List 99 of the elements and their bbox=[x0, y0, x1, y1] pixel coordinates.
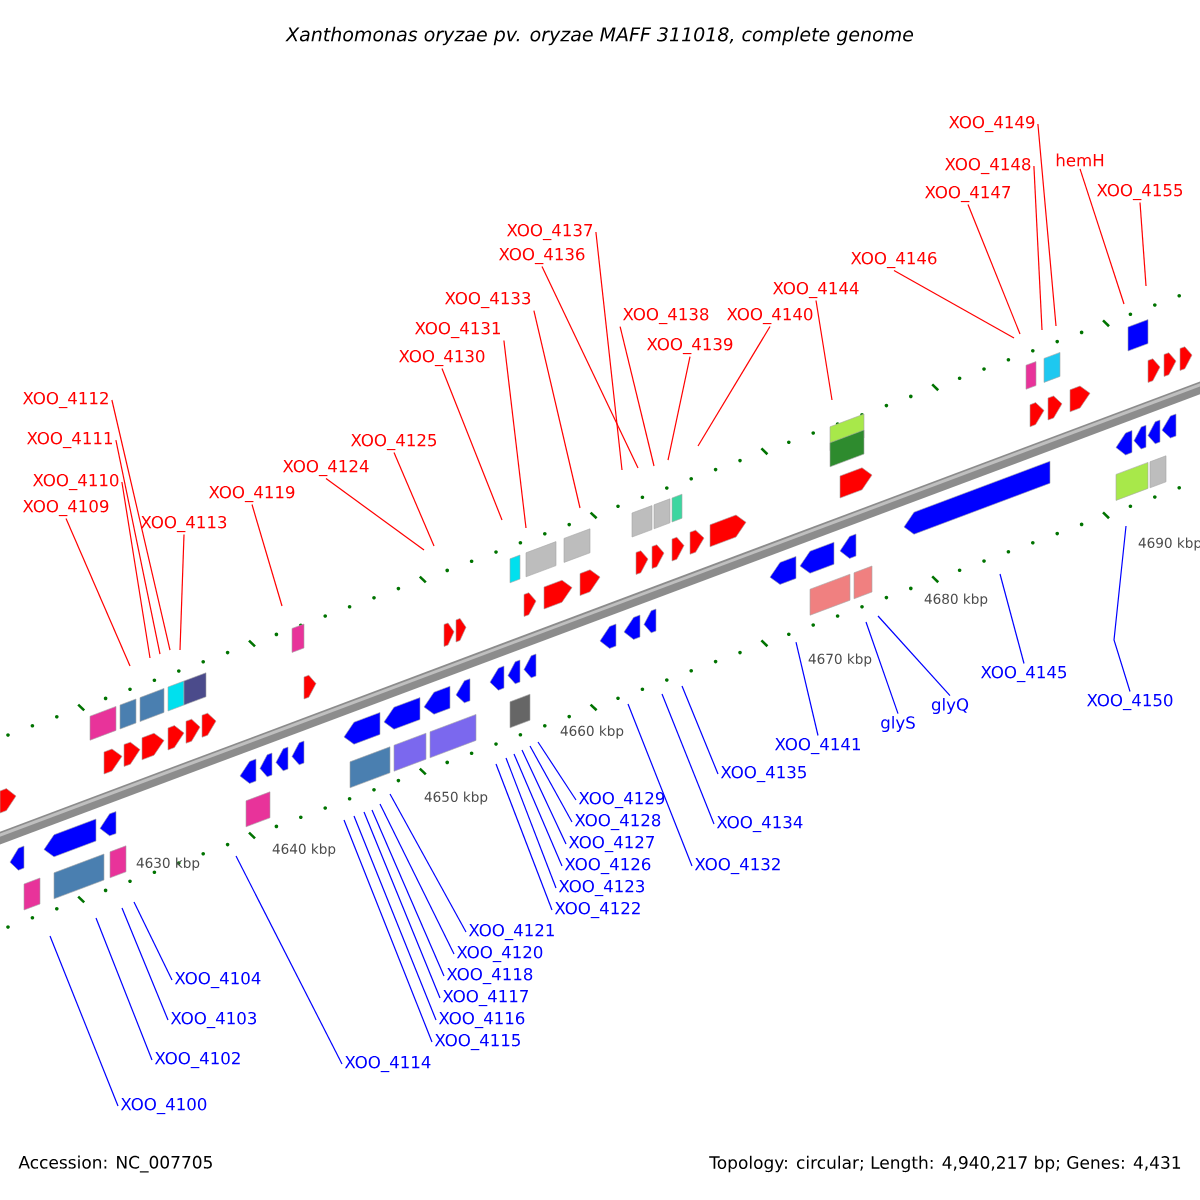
leader-line bbox=[179, 533, 185, 651]
gene-label: XOO_4155 bbox=[1097, 183, 1183, 201]
leader-line bbox=[495, 763, 553, 911]
leader-line bbox=[865, 621, 899, 715]
leader-line bbox=[533, 309, 581, 509]
leader-line bbox=[121, 907, 169, 1021]
leader-line bbox=[111, 399, 171, 651]
gene-label: XOO_4133 bbox=[445, 291, 531, 309]
leader-line bbox=[1037, 123, 1057, 327]
gene-label: hemH bbox=[1056, 153, 1104, 167]
gene-label: XOO_4100 bbox=[120, 1097, 207, 1115]
leader-line bbox=[235, 855, 343, 1065]
leader-line bbox=[379, 803, 455, 955]
leader-line bbox=[999, 573, 1025, 665]
gene-label: XOO_4104 bbox=[174, 971, 261, 989]
leader-line bbox=[661, 693, 715, 825]
gene-label: XOO_4148 bbox=[945, 157, 1031, 175]
gene-label: XOO_4132 bbox=[694, 857, 780, 875]
gene-label: glyS bbox=[881, 716, 915, 733]
leader-line bbox=[627, 703, 693, 867]
leader-line bbox=[1079, 168, 1125, 305]
leader-line bbox=[1113, 525, 1131, 693]
leader-line bbox=[353, 815, 437, 1021]
gene-label: XOO_4138 bbox=[623, 307, 709, 325]
gene-label: XOO_4134 bbox=[716, 815, 803, 833]
gene-label: glyQ bbox=[931, 698, 969, 715]
gene-label: XOO_4103 bbox=[170, 1011, 257, 1029]
gene-label: XOO_4150 bbox=[1087, 693, 1173, 711]
gene-label: XOO_4140 bbox=[727, 307, 813, 325]
leader-line bbox=[115, 439, 161, 655]
gene-label: XOO_4141 bbox=[775, 737, 860, 755]
leader-line bbox=[537, 741, 577, 801]
footer-text: Accession: NC_007705 bbox=[18, 1155, 212, 1173]
leader-line bbox=[619, 325, 655, 467]
leader-line bbox=[967, 203, 1021, 335]
leader-line bbox=[595, 231, 623, 471]
footer-text: Topology: circular; Length: 4,940,217 bp; Genes: 4,431 bbox=[709, 1155, 1181, 1173]
gene-label: XOO_4144 bbox=[773, 281, 859, 299]
leader-line bbox=[1033, 165, 1043, 331]
leader-line bbox=[503, 339, 527, 529]
gene-label: XOO_4118 bbox=[446, 967, 533, 985]
gene-label: XOO_4136 bbox=[499, 247, 585, 265]
leader-line bbox=[251, 503, 283, 607]
gene-label: XOO_4114 bbox=[344, 1055, 431, 1073]
gene-label: XOO_4119 bbox=[209, 485, 295, 503]
leader-line bbox=[65, 517, 131, 667]
gene-label: XOO_4117 bbox=[442, 989, 528, 1007]
gene-label: XOO_4124 bbox=[283, 459, 369, 477]
gene-label: XOO_4127 bbox=[568, 835, 654, 853]
leader-line bbox=[697, 325, 771, 447]
leader-line bbox=[121, 481, 151, 659]
leader-line bbox=[49, 935, 119, 1107]
gene-label: XOO_4113 bbox=[141, 515, 227, 533]
leader-line bbox=[363, 811, 441, 999]
gene-label: XOO_4116 bbox=[438, 1011, 525, 1029]
leader-line bbox=[389, 793, 467, 933]
gene-label: XOO_4137 bbox=[507, 223, 593, 241]
leader-line bbox=[877, 615, 951, 697]
gene-label: XOO_4130 bbox=[399, 349, 485, 367]
gene-label: XOO_4102 bbox=[154, 1051, 240, 1069]
gene-label: XOO_4145 bbox=[981, 665, 1067, 683]
gene-label: XOO_4129 bbox=[578, 791, 665, 809]
leader-line bbox=[325, 477, 425, 551]
gene-label: XOO_4125 bbox=[351, 433, 437, 451]
leader-line bbox=[529, 745, 573, 823]
leader-line bbox=[513, 753, 563, 867]
gene-label: XOO_4131 bbox=[415, 321, 500, 339]
gene-label: XOO_4126 bbox=[564, 857, 651, 875]
gene-label: XOO_4109 bbox=[23, 499, 109, 517]
leader-line bbox=[1139, 201, 1147, 287]
leader-line bbox=[343, 819, 433, 1043]
gene-label: XOO_4147 bbox=[925, 185, 1011, 203]
leader-line bbox=[795, 641, 819, 737]
gene-label: XOO_4112 bbox=[23, 391, 108, 409]
gene-label: XOO_4121 bbox=[468, 923, 554, 941]
leader-line bbox=[505, 757, 557, 889]
title: Xanthomonas oryzae pv. oryzae MAFF 311018, complete genome bbox=[285, 26, 914, 46]
gene-label: XOO_4111 bbox=[27, 431, 112, 449]
leader-line bbox=[133, 901, 173, 981]
leader-line bbox=[95, 917, 153, 1061]
gene-label: XOO_4128 bbox=[574, 813, 661, 831]
leader-line bbox=[371, 809, 445, 977]
gene-label: XOO_4146 bbox=[851, 251, 937, 269]
leader-line bbox=[521, 749, 567, 845]
gene-label: XOO_4110 bbox=[33, 473, 119, 491]
leader-line bbox=[893, 269, 1015, 339]
gene-label: XOO_4135 bbox=[720, 765, 806, 783]
leader-line bbox=[667, 355, 691, 461]
gene-label: XOO_4122 bbox=[554, 901, 640, 919]
gene-label: XOO_4120 bbox=[456, 945, 543, 963]
leader-line bbox=[541, 265, 639, 469]
gene-label: XOO_4123 bbox=[558, 879, 645, 897]
leader-line bbox=[441, 367, 503, 521]
gene-label: XOO_4149 bbox=[949, 115, 1035, 133]
leader-line bbox=[393, 451, 435, 547]
gene-label: XOO_4139 bbox=[647, 337, 733, 355]
leader-line bbox=[681, 685, 719, 775]
leader-line bbox=[815, 299, 833, 401]
gene-label: XOO_4115 bbox=[434, 1033, 520, 1051]
